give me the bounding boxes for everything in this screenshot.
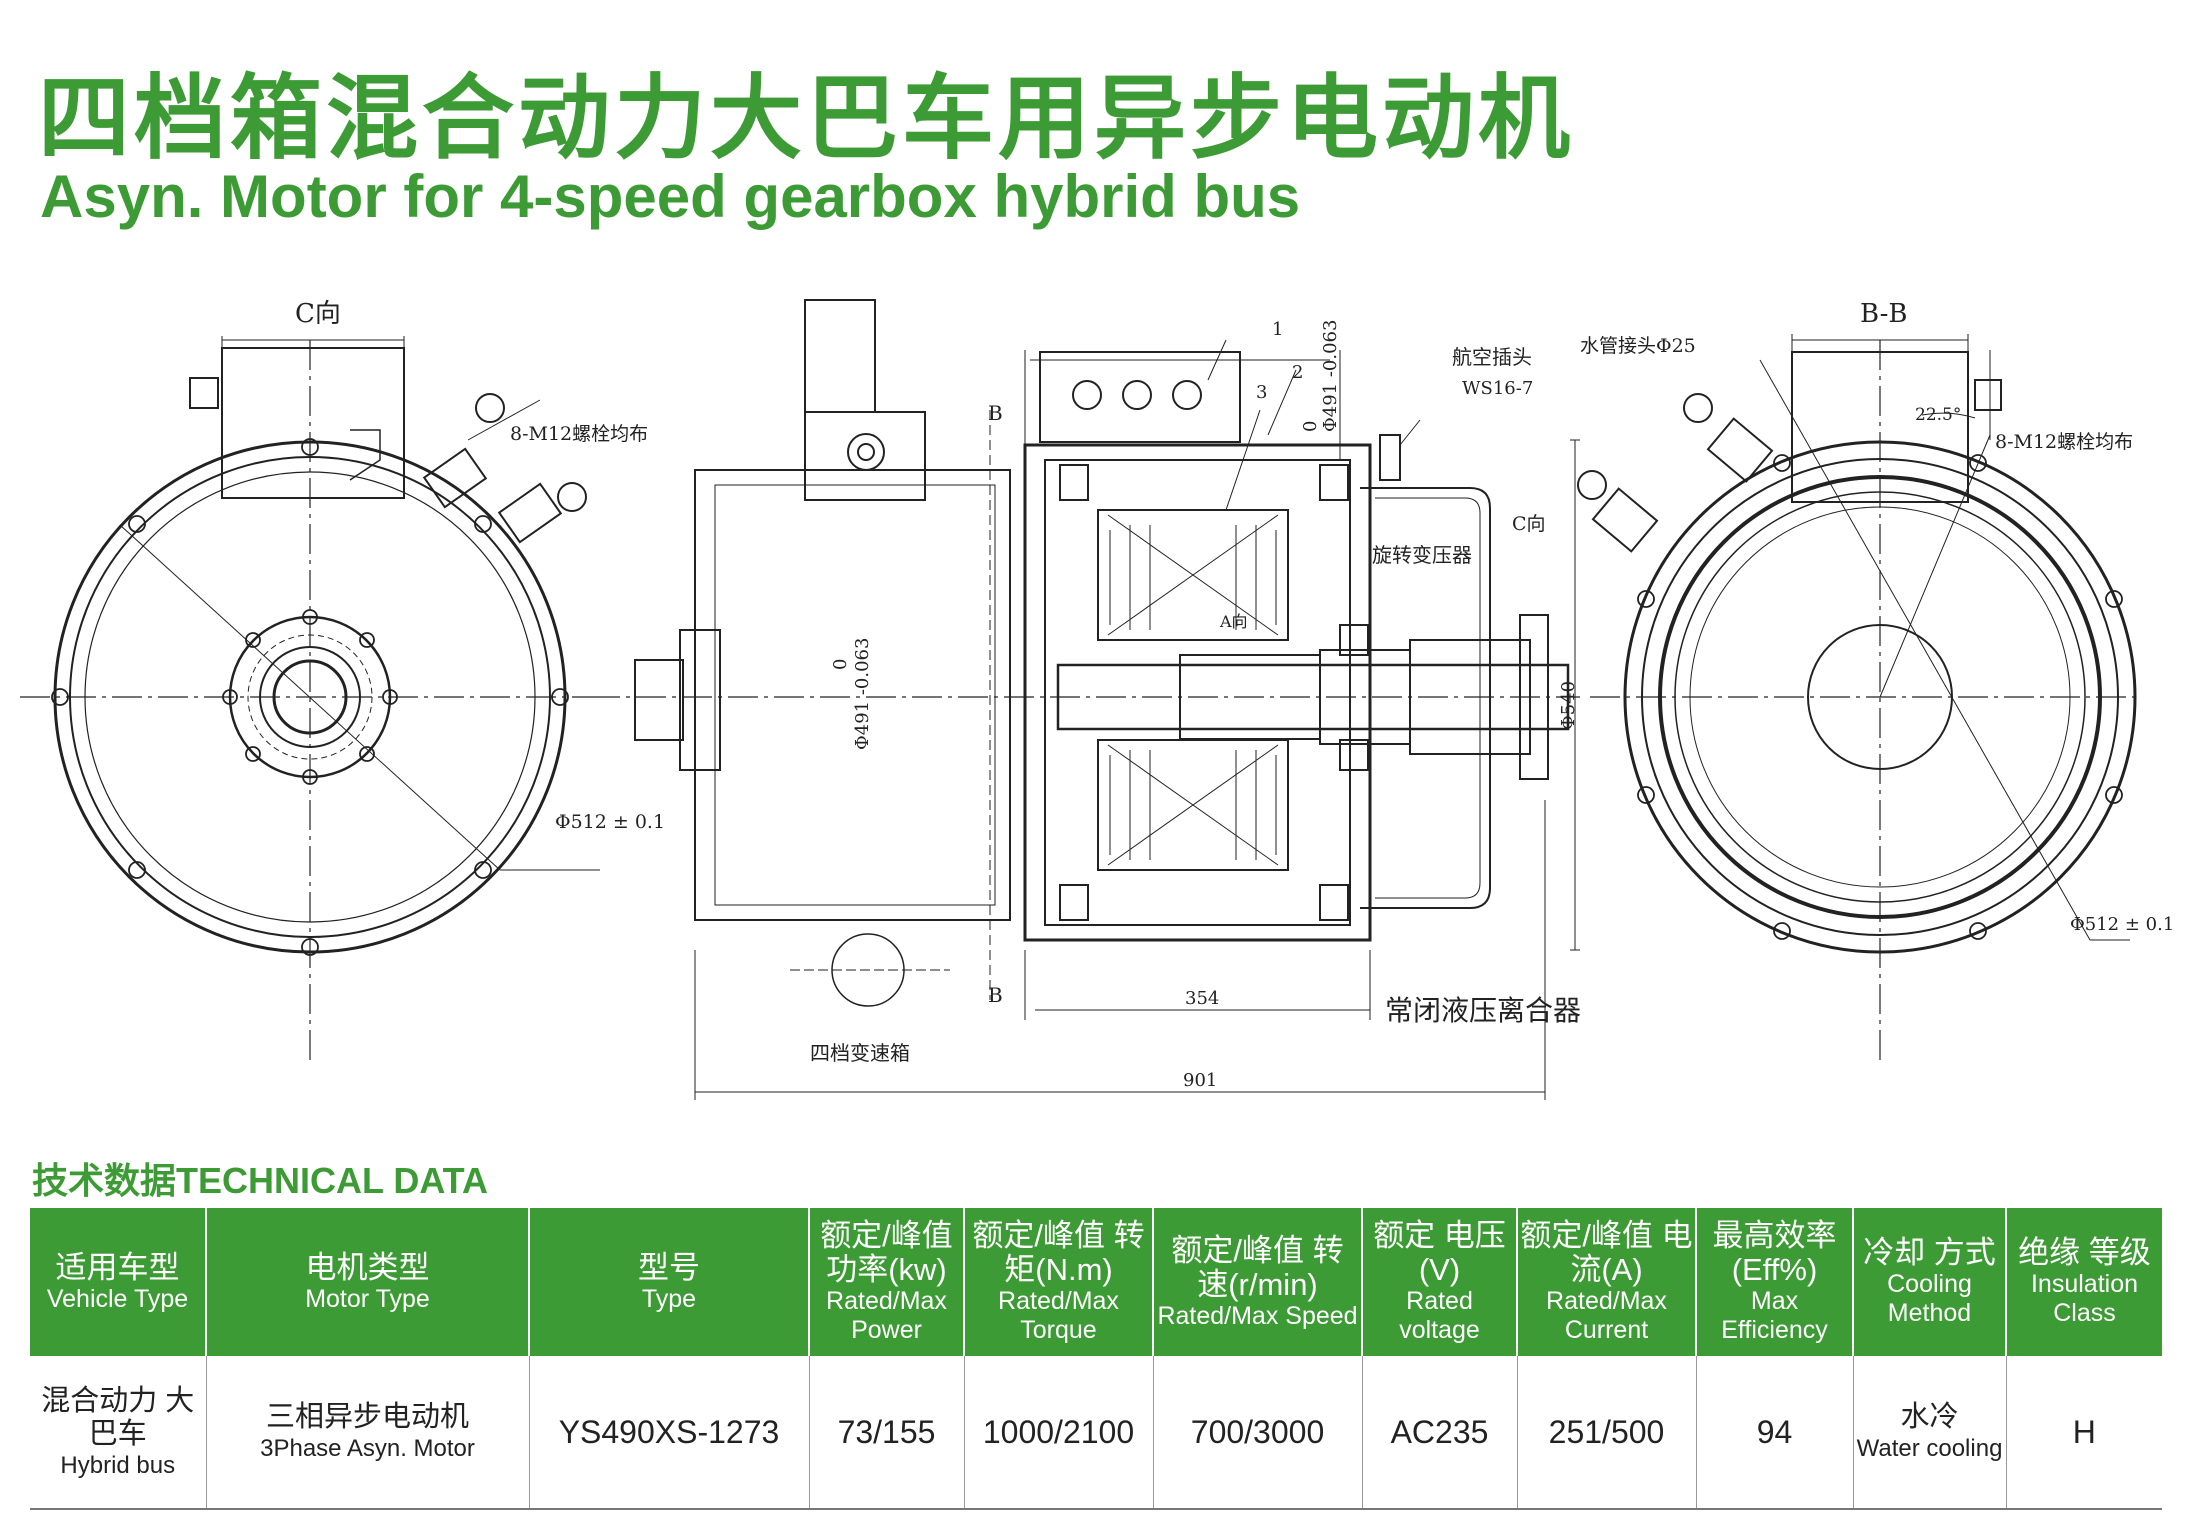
cell-type: YS490XS-1273 <box>529 1356 810 1510</box>
header-voltage: 额定 电压(V)Rated voltage <box>1362 1208 1518 1356</box>
label-dia-540: Φ540 <box>1558 681 1579 730</box>
label-dia-top-zero: 0 <box>1300 421 1321 432</box>
label-b-bottom: B <box>988 983 1003 1007</box>
callout-2: 2 <box>1292 362 1303 383</box>
label-c-view: C向 <box>295 299 341 329</box>
label-angle: 22.5° <box>1915 405 1961 425</box>
right-section-view <box>1577 334 2140 1060</box>
label-dia-left: Φ512 ± 0.1 <box>555 811 665 833</box>
cell-current: 251/500 <box>1517 1356 1697 1510</box>
label-bb-view: B-B <box>1860 299 1907 329</box>
title-chinese: 四档箱混合动力大巴车用异步电动机 <box>38 65 1575 172</box>
cell-power: 73/155 <box>809 1356 965 1510</box>
label-connector: 航空插头 <box>1452 345 1532 369</box>
label-dim-901: 901 <box>1183 1070 1217 1091</box>
right-bolt-holes <box>1637 454 2123 940</box>
cell-speed: 700/3000 <box>1153 1356 1363 1510</box>
technical-data-heading: 技术数据TECHNICAL DATA <box>32 1160 488 1201</box>
label-water-pipe: 水管接头Φ25 <box>1580 335 1696 357</box>
header-power: 额定/峰值 功率(kw)Rated/Max Power <box>809 1208 965 1356</box>
label-b-top: B <box>988 401 1003 425</box>
label-bolt-right: 8-M12螺栓均布 <box>1995 431 2133 453</box>
left-end-view <box>20 336 600 1060</box>
label-connector-code: WS16-7 <box>1462 378 1533 399</box>
header-current: 额定/峰值 电流(A)Rated/Max Current <box>1517 1208 1697 1356</box>
label-dim-354: 354 <box>1185 988 1219 1009</box>
cell-efficiency: 94 <box>1696 1356 1854 1510</box>
callout-3: 3 <box>1256 382 1267 403</box>
header-efficiency: 最高效率 (Eff%)Max Efficiency <box>1696 1208 1854 1356</box>
left-bolt-holes <box>51 438 569 956</box>
center-section-view <box>590 299 1580 1100</box>
label-dia-mid: Φ491 -0.063 <box>852 638 873 750</box>
title-english: Asyn. Motor for 4-speed gearbox hybrid b… <box>40 163 1301 230</box>
label-resolver: 旋转变压器 <box>1372 543 1472 567</box>
label-a-view: A向 <box>1219 612 1248 631</box>
cell-insulation: H <box>2006 1356 2162 1510</box>
header-speed: 额定/峰值 转速(r/min)Rated/Max Speed <box>1153 1208 1363 1356</box>
technical-drawing: C向 8-M12螺栓均布 Φ512 ± 0.1 B B 1 2 3 Φ491 -… <box>20 299 2174 1100</box>
header-torque: 额定/峰值 转矩(N.m)Rated/Max Torque <box>964 1208 1154 1356</box>
label-dia-top: Φ491 -0.063 <box>1320 320 1341 432</box>
label-dia-mid-zero: 0 <box>830 659 851 670</box>
callout-1: 1 <box>1272 319 1283 340</box>
label-gearbox: 四档变速箱 <box>810 1041 910 1065</box>
label-clutch: 常闭液压离合器 <box>1385 994 1581 1027</box>
cell-torque: 1000/2100 <box>964 1356 1154 1510</box>
label-dia-right: Φ512 ± 0.1 <box>2070 914 2174 935</box>
label-bolt-left: 8-M12螺栓均布 <box>510 423 648 445</box>
label-c-view-arrow: C向 <box>1512 513 1546 535</box>
cell-voltage: AC235 <box>1362 1356 1518 1510</box>
